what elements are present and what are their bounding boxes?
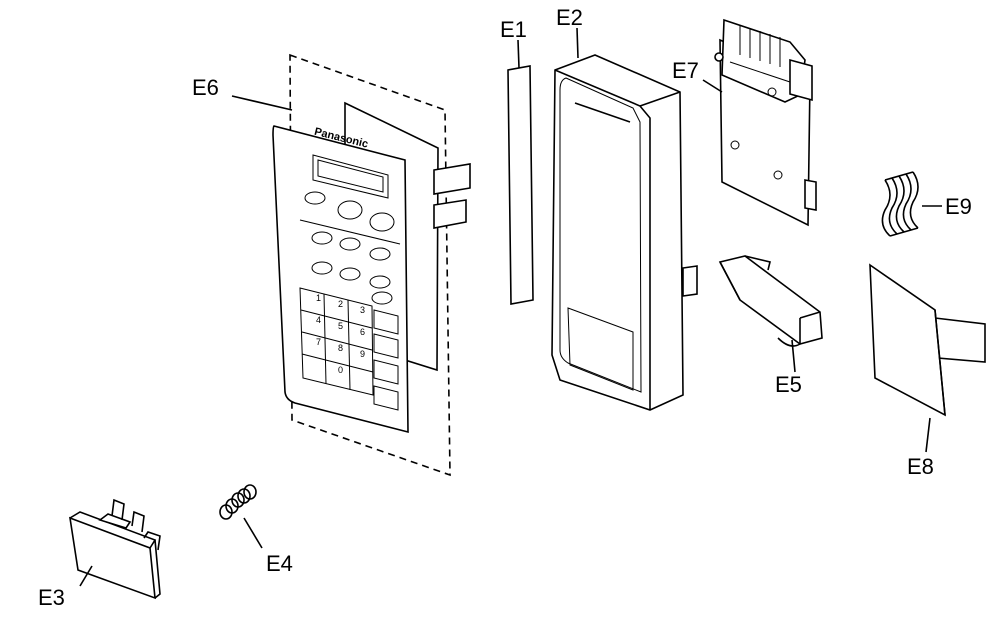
key-2: 2 <box>338 299 343 309</box>
label-e8: E8 <box>907 454 934 479</box>
label-e9: E9 <box>945 194 972 219</box>
key-1: 1 <box>316 293 321 303</box>
label-e5: E5 <box>775 372 802 397</box>
key-7: 7 <box>316 337 321 347</box>
key-4: 4 <box>316 315 321 325</box>
part-e9-ribbon-cable <box>881 171 942 237</box>
key-9: 9 <box>360 349 365 359</box>
label-e3: E3 <box>38 585 65 610</box>
key-6: 6 <box>360 327 365 337</box>
label-e6: E6 <box>192 75 219 100</box>
label-e2: E2 <box>556 5 583 30</box>
label-e7: E7 <box>672 58 699 83</box>
part-e5-bracket <box>718 255 823 373</box>
key-0: 0 <box>338 365 343 375</box>
label-e1: E1 <box>500 17 527 42</box>
label-e4: E4 <box>266 551 293 576</box>
part-e7-pcb <box>702 18 817 227</box>
key-3: 3 <box>360 305 365 315</box>
part-e8-sheet <box>869 263 986 453</box>
part-e6-control-panel: Panasonic 1 2 3 4 5 6 7 8 9 0 <box>231 53 471 477</box>
part-e1-strip <box>507 39 534 305</box>
part-e2-frame <box>551 27 698 411</box>
part-e4-spring <box>219 484 263 549</box>
key-8: 8 <box>338 343 343 353</box>
key-5: 5 <box>338 321 343 331</box>
part-e3-latch <box>69 498 161 600</box>
